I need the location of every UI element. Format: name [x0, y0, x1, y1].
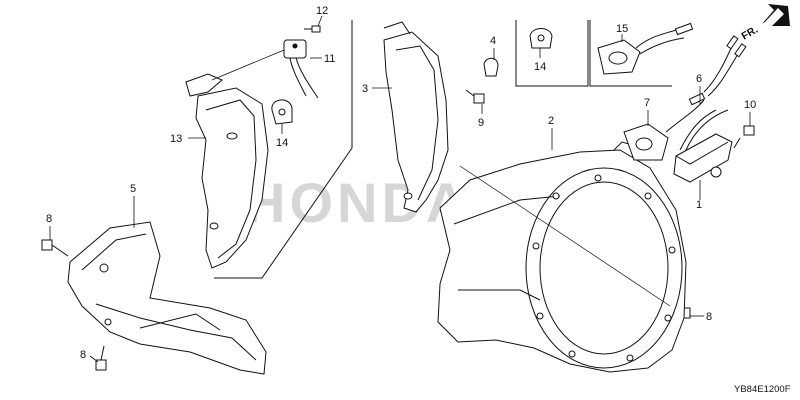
part-1-control-module — [673, 109, 733, 183]
callout-8-upper-left: 8 — [46, 213, 52, 225]
part-11-harness-clip — [211, 39, 319, 99]
front-direction-indicator: FR. — [740, 4, 790, 43]
callout-14-right: 14 — [534, 61, 546, 73]
bolt-8-upper-left — [41, 239, 69, 257]
part-15-stop-switch — [597, 22, 694, 75]
front-label: FR. — [740, 24, 761, 43]
bolt-8-lower-left — [95, 345, 107, 371]
frame-clip-14 — [515, 20, 589, 87]
part-12-bolt — [304, 25, 321, 33]
part-14-clamp-right — [529, 28, 553, 49]
part-7-ignition-coil — [623, 99, 705, 161]
part-3-upper-shroud — [383, 21, 449, 213]
callout-12: 12 — [316, 5, 328, 17]
callout-7: 7 — [644, 97, 650, 109]
callout-10: 10 — [744, 99, 756, 111]
callout-11: 11 — [324, 53, 335, 65]
callouts: 1 2 3 4 5 6 7 8 8 8 9 10 11 12 13 14 14 … — [46, 5, 756, 361]
frame-part-15 — [589, 20, 672, 87]
part-9-bolt — [465, 89, 485, 104]
callout-4: 4 — [490, 35, 496, 47]
callout-5: 5 — [130, 183, 136, 195]
callout-8-right: 8 — [706, 311, 712, 323]
part-2-fan-cover — [437, 141, 687, 373]
drawing-code: YB84E1200F — [734, 384, 791, 395]
leader-lines — [49, 15, 751, 363]
part-14-clamp-left — [271, 99, 293, 125]
part-5-air-guide — [67, 221, 267, 375]
part-13-shroud — [185, 73, 269, 269]
callout-8-lower-left: 8 — [80, 349, 86, 361]
callout-14-left: 14 — [276, 137, 288, 149]
callout-1: 1 — [696, 199, 702, 211]
part-6-lead-wire — [688, 35, 747, 106]
part-4-clip — [483, 57, 499, 77]
part-10-bolt — [733, 125, 755, 149]
callout-9: 9 — [478, 117, 484, 129]
callout-15: 15 — [616, 23, 628, 35]
group-frames — [214, 20, 672, 279]
callout-2: 2 — [548, 115, 554, 127]
callout-3: 3 — [362, 83, 368, 95]
callout-13: 13 — [170, 133, 182, 145]
fan-cover-mounting-holes — [532, 174, 676, 362]
frame-left-group — [214, 20, 353, 279]
callout-6: 6 — [696, 73, 702, 85]
front-arrow-icon — [762, 4, 790, 26]
